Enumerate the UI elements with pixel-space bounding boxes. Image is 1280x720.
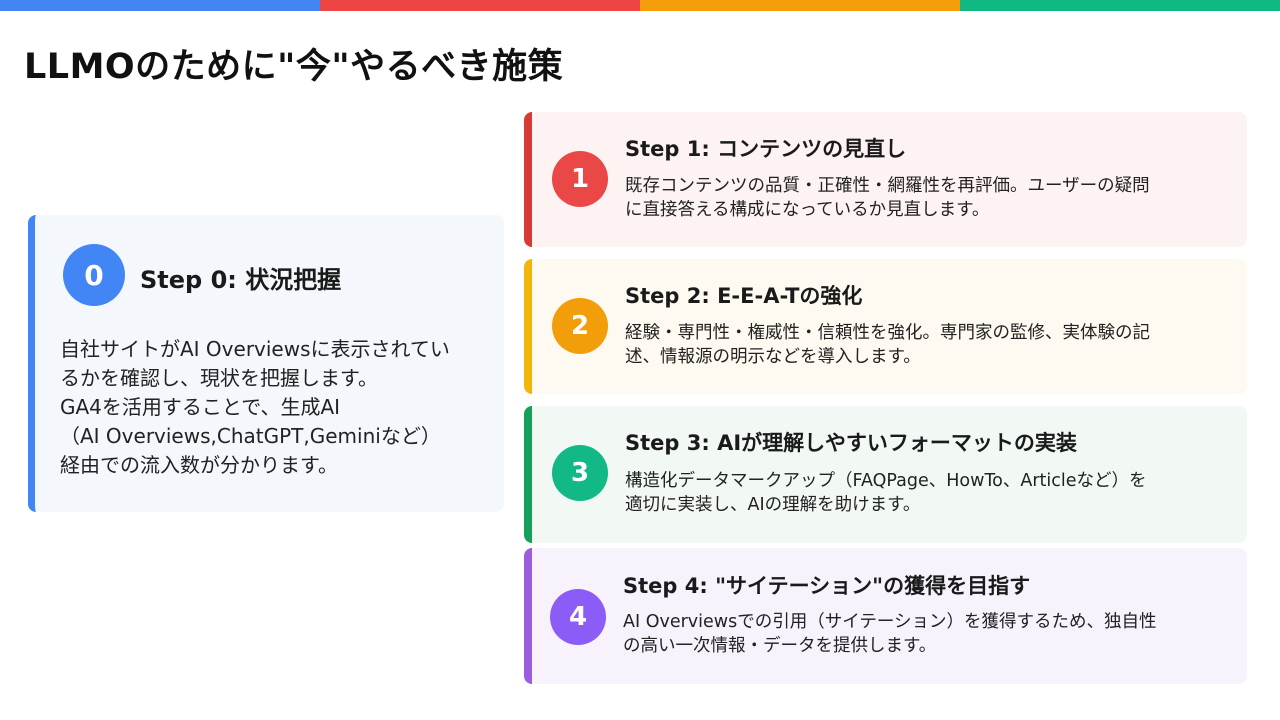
step2-description: 経験・専門性・権威性・信頼性を強化。専門家の監修、実体験の記 述、情報源の明示な… — [625, 321, 1235, 369]
step3-description: 構造化データマークアップ（FAQPage、HowTo、Articleなど）を 適… — [625, 469, 1235, 517]
step4-description-line: の高い一次情報・データを提供します。 — [623, 636, 937, 656]
step1-description: 既存コンテンツの品質・正確性・網羅性を再評価。ユーザーの疑問 に直接答える構成に… — [625, 174, 1235, 222]
top-color-bar — [0, 0, 1280, 11]
step1-description-line: 既存コンテンツの品質・正確性・網羅性を再評価。ユーザーの疑問 — [625, 176, 1150, 196]
top-bar-segment-yellow — [640, 0, 960, 11]
step4-title: Step 4: "サイテーション"の獲得を目指す — [623, 574, 1031, 598]
step0-number-badge: 0 — [63, 244, 125, 306]
step2-card: 2 Step 2: E-E-A-Tの強化 経験・専門性・権威性・信頼性を強化。専… — [524, 259, 1247, 394]
step4-card: 4 Step 4: "サイテーション"の獲得を目指す AI Overviewsで… — [524, 548, 1247, 684]
step3-description-line: 適切に実装し、AIの理解を助けます。 — [625, 495, 921, 515]
step0-body-line: 経由での流入数が分かります。 — [60, 453, 338, 477]
step3-title: Step 3: AIが理解しやすいフォーマットの実装 — [625, 431, 1077, 455]
step0-card: 0 Step 0: 状況把握 自社サイトがAI Overviewsに表示されてい… — [28, 215, 504, 512]
step4-description-line: AI Overviewsでの引用（サイテーション）を獲得するため、独自性 — [623, 612, 1157, 632]
top-bar-segment-green — [960, 0, 1280, 11]
step0-title: Step 0: 状況把握 — [140, 266, 342, 294]
step1-number-badge: 1 — [552, 151, 608, 207]
step0-body-line: 自社サイトがAI Overviewsに表示されてい — [60, 337, 450, 361]
step2-title: Step 2: E-E-A-Tの強化 — [625, 284, 863, 308]
top-bar-segment-blue — [0, 0, 320, 11]
step0-body-line: るかを確認し、現状を把握します。 — [60, 366, 378, 390]
step0-body: 自社サイトがAI Overviewsに表示されてい るかを確認し、現状を把握しま… — [60, 335, 500, 480]
top-bar-segment-red — [320, 0, 640, 11]
step2-description-line: 経験・専門性・権威性・信頼性を強化。専門家の監修、実体験の記 — [625, 323, 1150, 343]
step3-description-line: 構造化データマークアップ（FAQPage、HowTo、Articleなど）を — [625, 471, 1147, 491]
step4-description: AI Overviewsでの引用（サイテーション）を獲得するため、独自性 の高い… — [623, 610, 1233, 658]
step2-number-badge: 2 — [552, 298, 608, 354]
step1-card: 1 Step 1: コンテンツの見直し 既存コンテンツの品質・正確性・網羅性を再… — [524, 112, 1247, 247]
step3-number-badge: 3 — [552, 445, 608, 501]
step1-title: Step 1: コンテンツの見直し — [625, 137, 907, 161]
step3-card: 3 Step 3: AIが理解しやすいフォーマットの実装 構造化データマークアッ… — [524, 406, 1247, 543]
step4-number-badge: 4 — [550, 589, 606, 645]
step0-body-line: GA4を活用することで、生成AI — [60, 395, 341, 419]
step0-body-line: （AI Overviews,ChatGPT,Geminiなど） — [60, 424, 441, 448]
step2-description-line: 述、情報源の明示などを導入します。 — [625, 347, 921, 367]
step1-description-line: に直接答える構成になっているか見直します。 — [625, 200, 990, 220]
page-title: LLMOのために"今"やるべき施策 — [24, 47, 564, 87]
